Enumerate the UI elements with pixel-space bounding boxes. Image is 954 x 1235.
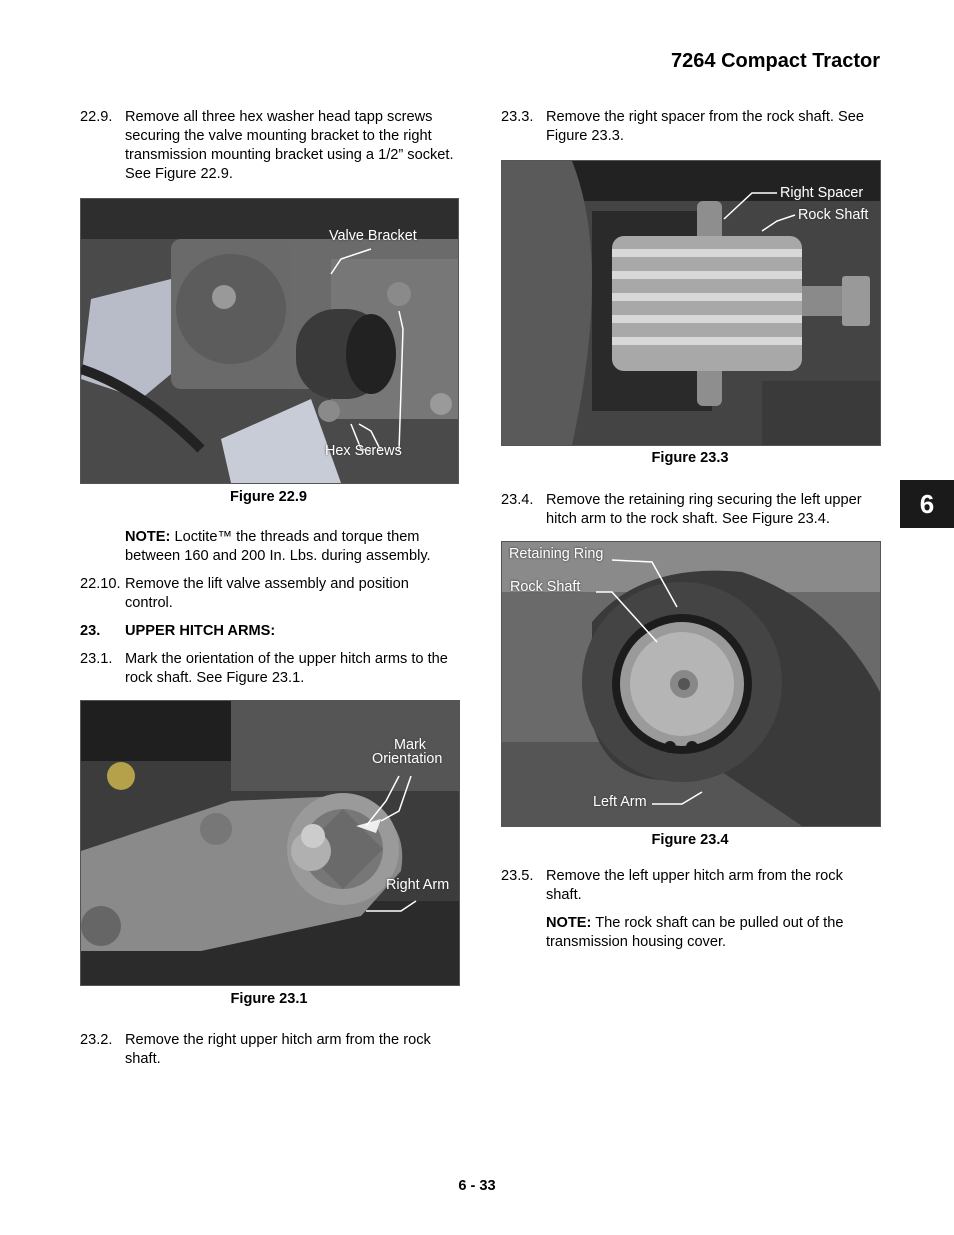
figure-22-9-caption: Figure 22.9: [229, 489, 308, 505]
step-text: Remove the right spacer from the rock sh…: [546, 109, 864, 144]
mark-label-line2: Orientation: [372, 751, 443, 767]
step-23-5: 23.5. Remove the left upper hitch arm fr…: [501, 867, 881, 905]
rock-shaft-label: Rock Shaft: [510, 579, 581, 595]
step-number: 23.1.: [80, 651, 113, 667]
step-23-4: 23.4. Remove the retaining ring securing…: [501, 491, 891, 529]
section-23-number: 23.: [80, 623, 101, 639]
step-22-9: 22.9. Remove all three hex washer head t…: [80, 108, 460, 184]
step-23-1: 23.1. Mark the orientation of the upper …: [80, 650, 460, 688]
hex-screws-label: Hex Screws: [325, 443, 402, 459]
page-header-title: 7264 Compact Tractor: [671, 50, 880, 72]
step-number: 23.3.: [501, 109, 534, 125]
step-23-3: 23.3. Remove the right spacer from the r…: [501, 108, 881, 146]
note-text: The rock shaft can be pulled out of the …: [546, 915, 844, 950]
figure-23-4-photo: Retaining Ring Rock Shaft Left Arm: [501, 541, 881, 827]
note-text: Loctite™ the threads and torque them bet…: [125, 529, 431, 564]
step-number: 22.10.: [80, 576, 121, 592]
page-number: 6 - 33: [458, 1178, 496, 1194]
step-number: 23.5.: [501, 868, 534, 884]
step-text: Remove the lift valve assembly and posit…: [125, 576, 409, 611]
note-rock-shaft: NOTE: The rock shaft can be pulled out o…: [546, 914, 881, 952]
note-loctite: NOTE: Loctite™ the threads and torque th…: [125, 528, 460, 566]
step-text: Mark the orientation of the upper hitch …: [125, 651, 448, 686]
step-number: 23.4.: [501, 492, 534, 508]
step-22-10: 22.10. Remove the lift valve assembly an…: [80, 575, 460, 613]
right-arm-label: Right Arm: [386, 877, 450, 893]
step-text: Remove the retaining ring securing the l…: [546, 492, 862, 527]
retaining-ring-label: Retaining Ring: [509, 546, 604, 562]
figure-22-9-photo: Valve Bracket Hex Screws: [80, 198, 459, 484]
section-tab: 6: [900, 480, 954, 528]
mark-label-line1: Mark: [394, 737, 426, 753]
note-prefix: NOTE:: [546, 915, 592, 931]
figure-23-3-caption: Figure 23.3: [651, 450, 729, 466]
right-spacer-label: Right Spacer: [780, 185, 864, 201]
figure-23-1-caption: Figure 23.1: [230, 991, 308, 1007]
step-number: 22.9.: [80, 109, 113, 125]
figure-23-3-photo: Right Spacer Rock Shaft: [501, 160, 881, 446]
step-23-2: 23.2. Remove the right upper hitch arm f…: [80, 1031, 460, 1069]
left-arm-label: Left Arm: [593, 794, 647, 810]
step-text: Remove all three hex washer head tapp sc…: [125, 109, 454, 182]
step-text: Remove the right upper hitch arm from th…: [125, 1032, 431, 1067]
section-23-title: UPPER HITCH ARMS:: [125, 623, 276, 639]
step-number: 23.2.: [80, 1032, 113, 1048]
figure-23-4-caption: Figure 23.4: [651, 832, 729, 848]
valve-bracket-label: Valve Bracket: [329, 228, 417, 244]
step-text: Remove the left upper hitch arm from the…: [546, 868, 843, 903]
note-prefix: NOTE:: [125, 529, 171, 545]
figure-23-1-photo: Mark Orientation Right Arm: [80, 700, 460, 986]
rock-shaft-label: Rock Shaft: [798, 207, 869, 223]
